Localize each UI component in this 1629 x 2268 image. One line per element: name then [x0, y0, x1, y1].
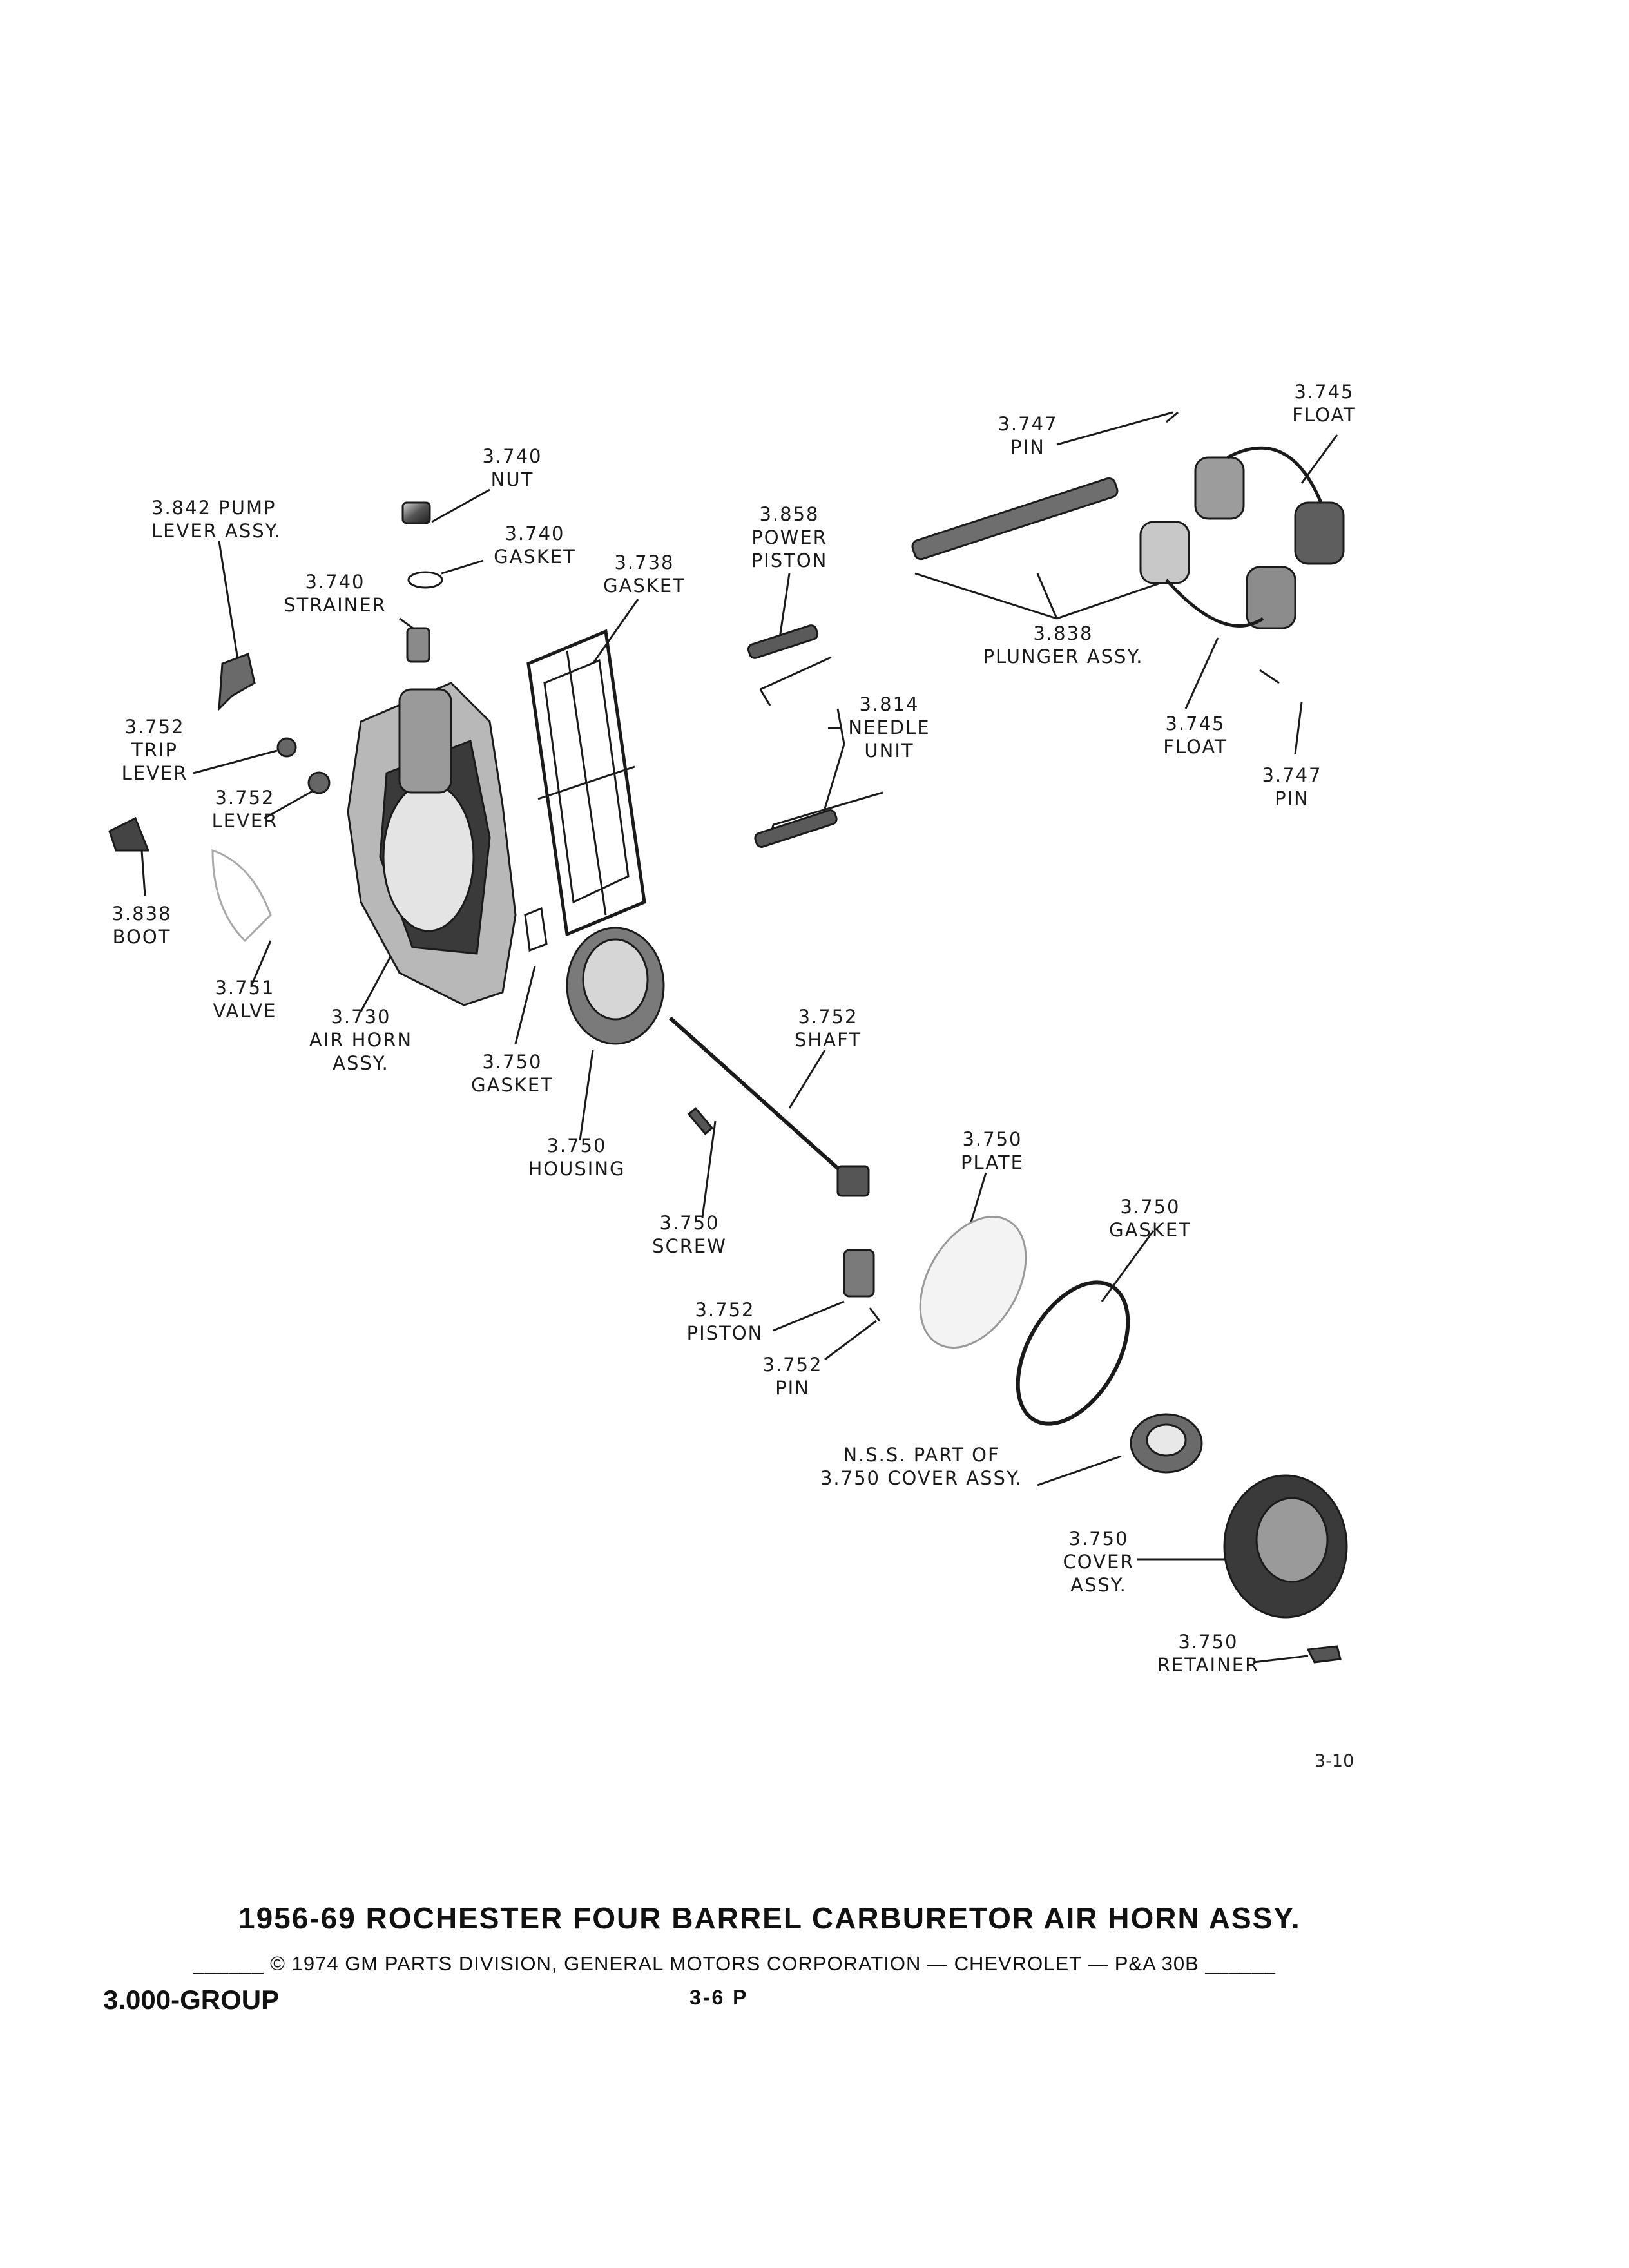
- callout-name: 3.750 COVER ASSY.: [820, 1467, 1023, 1489]
- callout-screw: 3.750 SCREW: [644, 1211, 735, 1258]
- callout-pin-right: 3.747 PIN: [1257, 764, 1327, 810]
- callout-name: GASKET: [603, 575, 686, 597]
- callout-name: STRAINER: [284, 594, 387, 616]
- callout-name: FLOAT: [1163, 736, 1228, 758]
- callout-air-horn: 3.730 AIR HORN ASSY.: [303, 1005, 419, 1075]
- callout-number: 3.738: [614, 552, 675, 573]
- callout-number: 3.750: [1178, 1631, 1239, 1653]
- callout-number: 3.750: [659, 1212, 720, 1234]
- callout-name: PIN: [1275, 787, 1309, 809]
- callout-name: COVER: [1063, 1551, 1135, 1573]
- callout-name: SCREW: [652, 1235, 727, 1257]
- callout-number: 3.750: [962, 1128, 1023, 1150]
- callout-number: 3.745: [1294, 381, 1354, 403]
- callout-name-2: ASSY.: [333, 1052, 389, 1074]
- callout-name: LEVER ASSY.: [151, 520, 282, 542]
- callout-needle: 3.814 NEEDLE UNIT: [838, 693, 941, 762]
- callout-number: 3.740: [482, 445, 543, 467]
- callout-lever: 3.752 LEVER: [206, 786, 284, 832]
- callout-strainer: 3.740 STRAINER: [277, 570, 393, 617]
- callout-plunger: 3.838 PLUNGER ASSY.: [967, 622, 1160, 668]
- callout-number: 3.750: [482, 1051, 543, 1073]
- group-label: 3.000-GROUP: [103, 1984, 280, 2015]
- callout-name: VALVE: [213, 1000, 277, 1022]
- callout-nss: N.S.S. PART OF 3.750 COVER ASSY.: [805, 1443, 1037, 1490]
- callout-number: 3.814: [859, 693, 920, 715]
- callout-number: 3.750: [1120, 1196, 1181, 1218]
- callout-trip-lever: 3.752 TRIP LEVER: [116, 715, 193, 785]
- callout-name: PIN: [775, 1377, 810, 1399]
- callout-name: PLUNGER ASSY.: [983, 646, 1144, 668]
- callout-name: BOOT: [112, 926, 171, 948]
- callout-name: POWER: [751, 526, 827, 548]
- page-title: 1956-69 ROCHESTER FOUR BARREL CARBURETOR…: [238, 1901, 1301, 1935]
- callout-number: 3.750: [546, 1135, 607, 1157]
- callout-name-2: ASSY.: [1070, 1574, 1127, 1596]
- callout-number: 3.750: [1068, 1528, 1129, 1550]
- callout-name: RETAINER: [1157, 1654, 1260, 1676]
- callout-power-piston: 3.858 POWER PISTON: [741, 503, 838, 572]
- callout-name: TRIP: [131, 739, 178, 761]
- callout-gasket-3750a: 3.750 GASKET: [464, 1050, 561, 1097]
- callout-number: 3.752: [695, 1299, 755, 1321]
- callout-number: 3.752: [798, 1006, 858, 1028]
- callout-name: PIN: [1010, 436, 1045, 458]
- callout-number: 3.752: [762, 1354, 823, 1376]
- callout-name: NUT: [490, 468, 534, 490]
- callout-name: PLATE: [961, 1151, 1024, 1173]
- callout-name: HOUSING: [528, 1158, 626, 1180]
- page-number: 3-10: [1315, 1751, 1354, 1771]
- page-code: 3-6 P: [689, 1986, 749, 2009]
- callout-number: 3.858: [759, 503, 820, 525]
- callout-number: 3.752: [215, 787, 275, 809]
- callout-pin-top: 3.747 PIN: [992, 412, 1063, 459]
- callout-number: 3.740: [505, 523, 565, 544]
- callout-name: LEVER: [211, 810, 278, 832]
- callout-gasket-3740: 3.740 GASKET: [487, 522, 583, 568]
- callout-number: 3.751: [215, 977, 275, 999]
- callout-name: SHAFT: [795, 1029, 862, 1051]
- callout-number: 3.747: [998, 413, 1058, 435]
- callout-retainer: 3.750 RETAINER: [1153, 1630, 1263, 1677]
- callout-name: AIR HORN: [309, 1029, 413, 1051]
- callout-nut: 3.740 NUT: [477, 445, 548, 491]
- callout-cover: 3.750 COVER ASSY.: [1057, 1527, 1141, 1597]
- callout-name: GASKET: [494, 546, 576, 568]
- callout-number: 3.842 PUMP: [151, 497, 276, 519]
- callout-piston: 3.752 PISTON: [680, 1298, 770, 1345]
- callout-name-2: PISTON: [751, 550, 828, 572]
- callout-number: 3.730: [331, 1006, 391, 1028]
- callout-name: PISTON: [686, 1322, 764, 1344]
- callout-number: 3.752: [124, 716, 185, 738]
- callout-gasket-3750b: 3.750 GASKET: [1102, 1195, 1199, 1242]
- callout-boot: 3.838 BOOT: [103, 902, 180, 948]
- callout-housing: 3.750 HOUSING: [522, 1134, 631, 1180]
- callout-valve: 3.751 VALVE: [206, 976, 284, 1023]
- callout-float-mid: 3.745 FLOAT: [1153, 712, 1237, 758]
- callout-name-2: LEVER: [121, 762, 188, 784]
- callout-pump-lever: 3.842 PUMP LEVER ASSY.: [151, 496, 282, 543]
- copyright-line: ______ © 1974 GM PARTS DIVISION, GENERAL…: [193, 1952, 1276, 1975]
- callout-number: 3.838: [1033, 622, 1094, 644]
- callout-number: 3.747: [1262, 764, 1322, 786]
- callout-name: GASKET: [1109, 1219, 1191, 1241]
- callout-name-2: UNIT: [864, 740, 914, 762]
- callout-name: NEEDLE: [848, 716, 930, 738]
- callout-gasket-3738: 3.738 GASKET: [599, 551, 689, 597]
- callout-number: 3.740: [305, 571, 365, 593]
- callout-shaft: 3.752 SHAFT: [786, 1005, 870, 1052]
- callout-name: FLOAT: [1292, 404, 1356, 426]
- callout-name: GASKET: [471, 1074, 554, 1096]
- callout-plate: 3.750 PLATE: [954, 1128, 1031, 1174]
- callout-pin-bottom: 3.752 PIN: [754, 1353, 831, 1399]
- callout-number: 3.838: [111, 903, 172, 925]
- callout-number: N.S.S. PART OF: [843, 1444, 1000, 1466]
- callout-float-top: 3.745 FLOAT: [1282, 380, 1366, 427]
- callout-number: 3.745: [1165, 713, 1226, 735]
